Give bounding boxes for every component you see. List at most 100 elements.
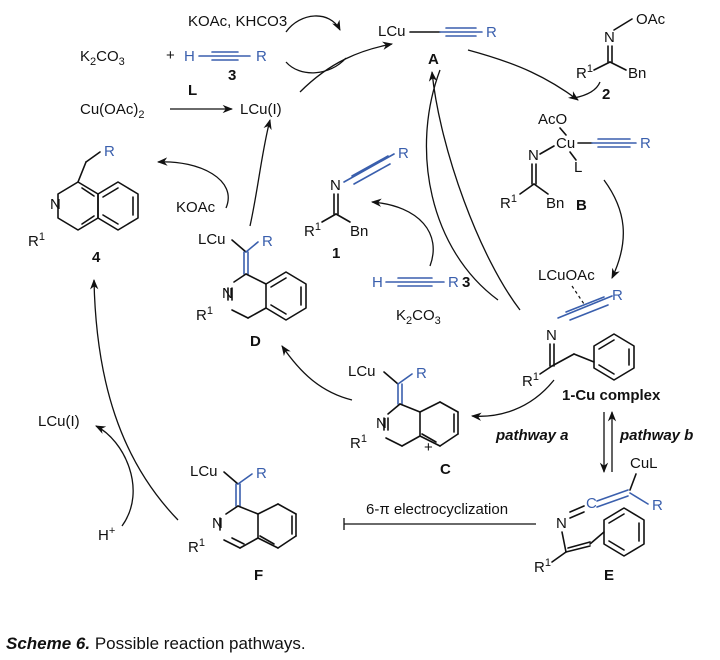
C-charge: + [424,439,433,456]
D-n-label: N [222,285,233,302]
F-bonds [219,471,297,549]
arrow-D-to-lcu [249,118,272,227]
lcu-i-bottom-label: LCu(I) [38,413,80,430]
B-bn-label: Bn [546,195,564,212]
D-r-label: R [262,233,273,250]
oxime-bn-label: Bn [628,65,646,82]
figure-caption: Scheme 6. Possible reaction pathways. [6,634,306,654]
oxime-oac-label: OAc [636,11,666,28]
complex-dashed-bond [571,285,585,305]
product-4-r1-label: R1 [28,231,45,250]
cmpd1-n-label: N [330,177,341,194]
alkyne-r-label: R [256,48,267,65]
label-A: A [428,51,439,68]
complex-label: 1-Cu complex [562,387,661,404]
complex-lcuoac-label: LCuOAc [538,267,595,284]
E-r-label: R [652,497,663,514]
label-F: F [254,567,263,584]
E-cul-label: CuL [630,455,658,472]
arrow-B-to-complex [603,179,624,279]
product-4-n-label: N [50,196,61,213]
plus-sign: + [166,47,175,64]
arrow-alkyne-to-1 [370,198,434,267]
D-lcu-label: LCu [198,231,226,248]
pathway-b-label: pathway b [619,427,693,444]
k2co3-mid-label: K2CO3 [396,307,441,327]
B-r1-label: R1 [500,193,517,212]
alkyne-h-label: H [184,48,195,65]
arrow-reagent-curl [285,15,341,33]
arrow-alkyne-feed [285,57,347,74]
label-1: 1 [332,245,340,262]
alkyne-mid-r-label: R [448,274,459,291]
product-4-r-label: R [104,143,115,160]
ligand-L-label: L [188,82,197,99]
complex-bonds [539,333,635,381]
E-c-label: C [586,495,597,512]
A-triple-bond [409,27,483,37]
B-n-label: N [528,147,539,164]
D-r1-label: R1 [196,305,213,324]
arrow-A-to-B [467,49,579,101]
pathway-a-label: pathway a [495,427,569,444]
C-r-label: R [416,365,427,382]
complex-triple-bond [557,295,613,321]
label-D: D [250,333,261,350]
alkyne-mid-h-label: H [372,274,383,291]
cmpd1-r1-label: R1 [304,221,321,240]
oxime-bonds [593,18,633,71]
C-bonds [383,371,459,447]
A-r-label: R [486,24,497,41]
cu-oac2-label: Cu(OAc)2 [80,101,144,121]
E-cu-bond [629,473,637,491]
label-C: C [440,461,451,478]
alkyne-3-triple-bond [198,51,251,61]
arrow-cycle-inner [425,69,499,301]
arrow-lcu-to-A [299,41,394,93]
arrow-complex-to-A [428,70,521,311]
complex-n-label: N [546,327,557,344]
E-allene-bonds [569,489,649,519]
complex-r-label: R [612,287,623,304]
reagents-top-label: KOAc, KHCO3 [188,13,287,30]
B-cu-label: Cu [556,135,575,152]
lcu-i-top-label: LCu(I) [240,101,282,118]
arrow-koac-to-4 [156,157,229,209]
caption-lead: Scheme 6. [6,634,91,653]
complex-r1-label: R1 [522,371,539,390]
A-lcu-label: LCu [378,23,406,40]
label-4: 4 [92,249,101,266]
compound-3-top-label: 3 [228,67,236,84]
C-lcu-label: LCu [348,363,376,380]
h-plus-label: H+ [98,525,115,544]
B-r-label: R [640,135,651,152]
F-lcu-label: LCu [190,463,218,480]
label-2: 2 [602,86,610,103]
k2co3-left-label: K2CO3 [80,48,125,68]
caption-text: Possible reaction pathways. [90,634,306,653]
B-l-label: L [574,159,582,176]
arrow-F-to-4 [90,278,179,521]
label-B: B [576,197,587,214]
alkyne-mid-triple-bond [385,277,445,287]
arrow-h-plus-to-lcu [95,425,134,527]
F-r1-label: R1 [188,537,205,556]
F-n-label: N [212,515,223,532]
cmpd1-bn-label: Bn [350,223,368,240]
product-4-bonds [57,151,139,231]
E-n-label: N [556,515,567,532]
D-bonds [227,239,307,321]
reaction-scheme: KOAc, KHCO3 K2CO3 + H R 3 L Cu(OAc)2 LCu… [28,11,693,584]
F-r-label: R [256,465,267,482]
arrow-oxime-feed [573,81,601,99]
arrow-C-to-D [281,345,353,401]
alkyne-mid-3-label: 3 [462,274,470,291]
B-aco-label: AcO [538,111,567,128]
E-bonds [551,507,645,563]
E-r1-label: R1 [534,557,551,576]
arrow-complex-to-C [470,379,555,421]
oxime-r1-label: R1 [576,63,593,82]
B-bonds [519,127,637,195]
label-E: E [604,567,614,584]
